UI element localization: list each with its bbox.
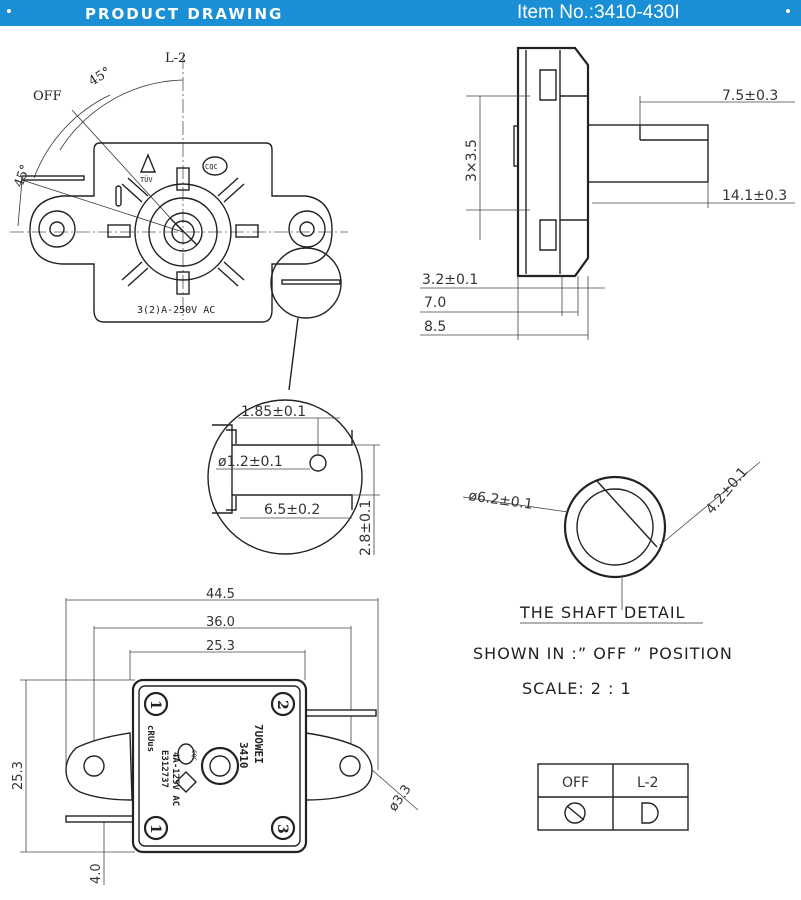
dim-terminal-hole: ø1.2±0.1 [218,454,283,470]
dim-terminal-width: 1.85±0.1 [241,404,306,420]
scale-note: SCALE: 2 : 1 [522,679,632,698]
shaft-detail-title: THE SHAFT DETAIL [519,603,685,622]
terminal-detail: 1.85±0.1 ø1.2±0.1 6.5±0.2 2.8±0.1 [207,399,380,556]
dim-shaft-dia: ø6.2±0.1 [467,488,533,513]
dim-side-a: 3.2±0.1 [422,272,478,288]
terminal-label-3: 3 [274,824,290,834]
cert-number: E312737 [159,750,169,788]
terminal-label-1-bottom: 1 [147,824,163,834]
detail-leader [288,317,299,391]
terminal-2-marker [270,691,296,717]
cqc-mark-icon [202,156,228,176]
terminal-1-marker [143,691,169,717]
terminal-label-1: 1 [147,700,163,710]
dim-overall-width: 44.5 [206,587,235,602]
bottom-ear-left [65,732,133,801]
terminal-lead-right [281,279,341,285]
dim-body-width: 25.3 [206,639,235,654]
dim-hole-diameter: ø3.3 [386,782,415,814]
terminal-hole [309,454,327,472]
dim-side-c: 8.5 [424,319,446,335]
bottom-body [131,678,308,854]
cqc-mark-top: CQC [205,163,218,171]
label-off: OFF [33,89,62,104]
side-shaft [587,124,709,183]
mount-hole-left [38,210,76,248]
shown-in-note: SHOWN IN :” OFF ” POSITION [473,644,733,663]
side-body [516,46,590,278]
mount-hole-right [288,210,326,248]
dim-tab-height: 4.0 [89,863,104,884]
dim-terminal-height: 2.8±0.1 [358,500,374,556]
dim-hole-spacing: 36.0 [206,615,235,630]
item-number: Item No.:3410-430I [517,2,680,23]
rating-top: 3(2)A-250V AC [137,305,215,316]
banner-dot-left [7,9,11,13]
shaft-detail: ø6.2±0.1 4.2±0.1 THE SHAFT DETAIL SHOWN … [462,461,761,698]
switch-body-outline [29,142,333,323]
angle-arc-left [33,94,111,179]
shaft-top [163,212,203,252]
dim-shaft-flat: 7.5±0.3 [722,88,778,104]
bottom-ear-right [305,732,373,801]
table-header-l2: L-2 [637,775,659,791]
bottom-mount-hole-right [339,755,361,777]
rating-bottom: 4A-125V AC [170,752,180,806]
terminal-3-marker [270,815,296,841]
dim-side-b: 7.0 [424,295,446,311]
center-boss [200,746,240,786]
header-title: PRODUCT DRAWING [85,5,284,23]
tuv-triangle-icon [139,153,157,173]
banner-dot-right [786,9,790,13]
cqc-mark-bottom: CQC [190,750,197,761]
angle-label-top: 45° [86,64,113,89]
dim-shaft-length: 14.1±0.3 [722,188,787,204]
tuv-mark: TÜV [140,175,153,184]
terminal-1-lead [65,815,135,823]
dim-body-height: 25.3 [11,761,26,790]
cru-mark: cRUus [145,725,155,752]
detail-circle [207,399,363,555]
brand-mark: 7UOWEI [252,724,265,764]
dim-terminal-length: 6.5±0.2 [264,502,320,518]
dim-shaft-flat-width: 4.2±0.1 [703,464,751,517]
header-banner: PRODUCT DRAWING Item No.:3410-430I [0,0,801,26]
terminal-lead-left [21,175,85,181]
off-position-icon [564,802,586,824]
angle-arc-top [59,79,184,151]
side-view: 7.5±0.3 14.1±0.3 3×3.5 3.2±0.1 7.0 8.5 [420,46,795,340]
detail-callout-circle [270,247,342,319]
rotor-spokes [107,167,259,295]
approval-mark-icon [175,771,197,793]
shaft-flat [596,480,658,548]
bottom-mount-hole-left [83,755,105,777]
terminal-1-marker-bottom [143,815,169,841]
model-mark: 3410 [237,742,250,769]
terminal-2-lead [301,709,377,717]
indicator-slot [115,185,122,207]
label-l2: L-2 [165,51,186,66]
shaft-circle [563,475,667,579]
cqc-mark-bottom-icon [177,743,195,765]
top-view: 45° 45° OFF L-2 [10,51,348,391]
table-header-off: OFF [562,775,589,791]
bottom-view: 44.5 36.0 25.3 25.3 4.0 ø3.3 1 [11,587,419,885]
rotor-outer [134,183,232,281]
l2-position-icon [641,802,659,824]
position-table: OFF L-2 [537,763,689,831]
dim-pitch: 3×3.5 [464,139,480,182]
terminal-label-2: 2 [274,700,290,710]
